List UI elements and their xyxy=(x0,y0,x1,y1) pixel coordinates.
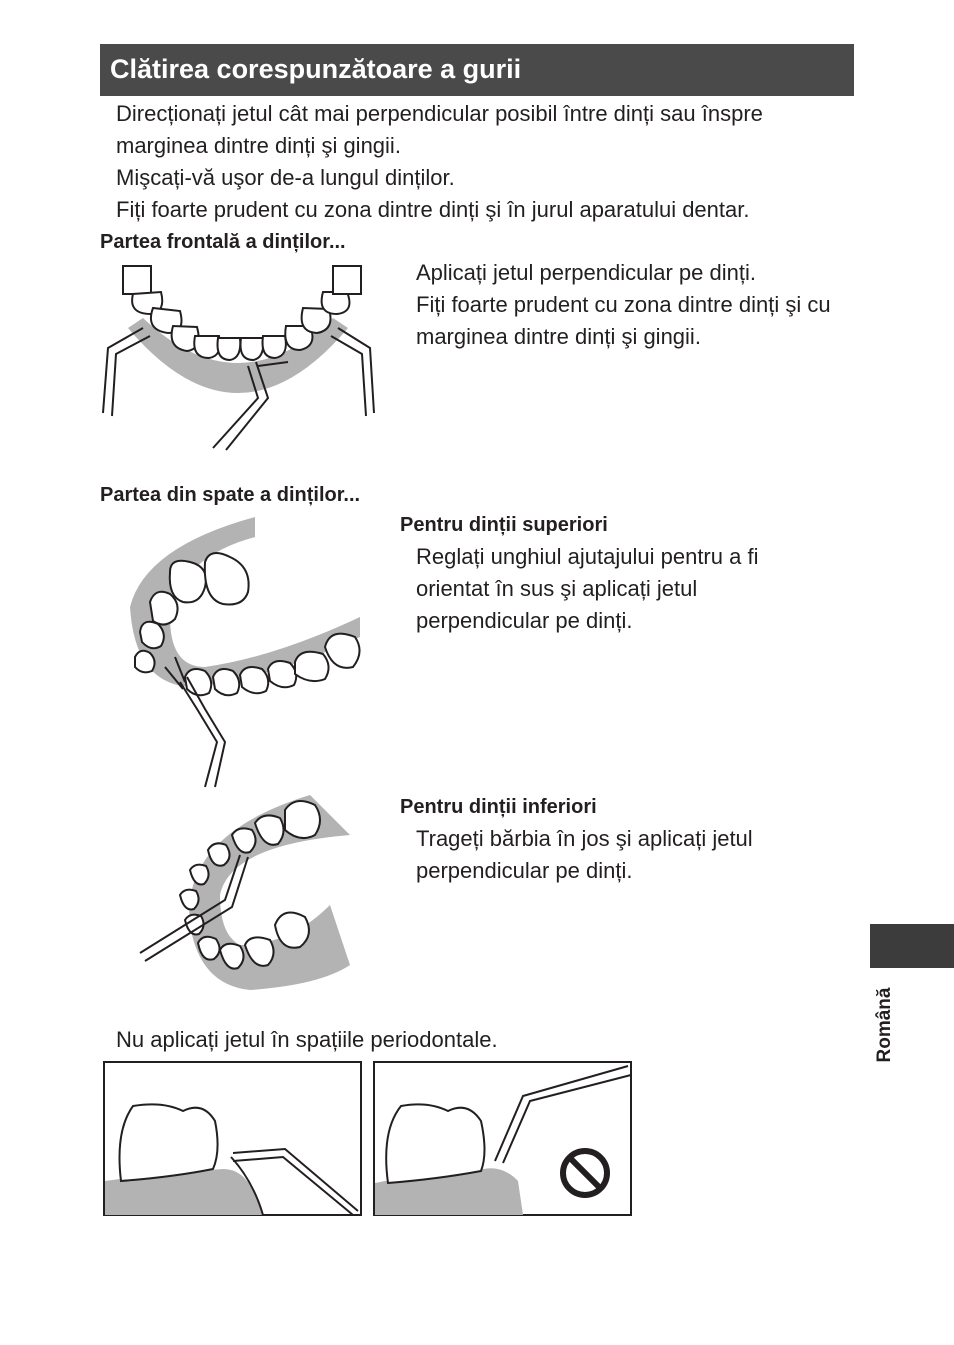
lower-heading: Pentru dinții inferiori xyxy=(400,796,597,818)
front-teeth-illustration xyxy=(102,265,375,451)
incorrect-example-illustration xyxy=(373,1061,632,1216)
language-tab-label-wrap: Română xyxy=(870,975,900,1075)
front-heading: Partea frontală a dinților... xyxy=(100,231,346,253)
front-line: Aplicați jetul perpendicular pe dinți. xyxy=(416,260,756,285)
upper-heading: Pentru dinții superiori xyxy=(400,514,608,536)
back-heading: Partea din spate a dinților... xyxy=(100,484,361,506)
intro-line: Fiți foarte prudent cu zona dintre dinți… xyxy=(116,197,750,222)
intro-paragraph: Direcționați jetul cât mai perpendicular… xyxy=(116,98,763,226)
lower-text: Trageți bărbia în jos şi aplicați jetul … xyxy=(416,823,753,887)
upper-line: perpendicular pe dinți. xyxy=(416,608,633,633)
warning-text: Nu aplicați jetul în spațiile periodonta… xyxy=(116,1027,498,1052)
upper-teeth-illustration xyxy=(130,517,361,788)
language-tab-label: Română xyxy=(874,987,895,1063)
language-tab-marker xyxy=(870,924,954,968)
lower-line: perpendicular pe dinți. xyxy=(416,858,633,883)
intro-line: marginea dintre dinți şi gingii. xyxy=(116,133,401,158)
upper-line: Reglați unghiul ajutajului pentru a fi xyxy=(416,544,759,569)
intro-line: Direcționați jetul cât mai perpendicular… xyxy=(116,101,763,126)
front-text: Aplicați jetul perpendicular pe dinți. F… xyxy=(416,257,831,353)
upper-line: orientat în sus şi aplicați jetul xyxy=(416,576,698,601)
lower-teeth-illustration xyxy=(139,795,350,990)
correct-example-illustration xyxy=(103,1061,362,1216)
intro-line: Mişcați-vă uşor de-a lungul dinților. xyxy=(116,165,455,190)
lower-line: Trageți bărbia în jos şi aplicați jetul xyxy=(416,826,753,851)
upper-text: Reglați unghiul ajutajului pentru a fi o… xyxy=(416,541,758,637)
section-title: Clătirea corespunzătoare a gurii xyxy=(110,54,522,84)
front-line: Fiți foarte prudent cu zona dintre dinți… xyxy=(416,292,831,317)
section-title-bar: Clătirea corespunzătoare a gurii xyxy=(100,44,854,96)
prohibited-icon xyxy=(560,1148,610,1198)
front-line: marginea dintre dinți şi gingii. xyxy=(416,324,701,349)
